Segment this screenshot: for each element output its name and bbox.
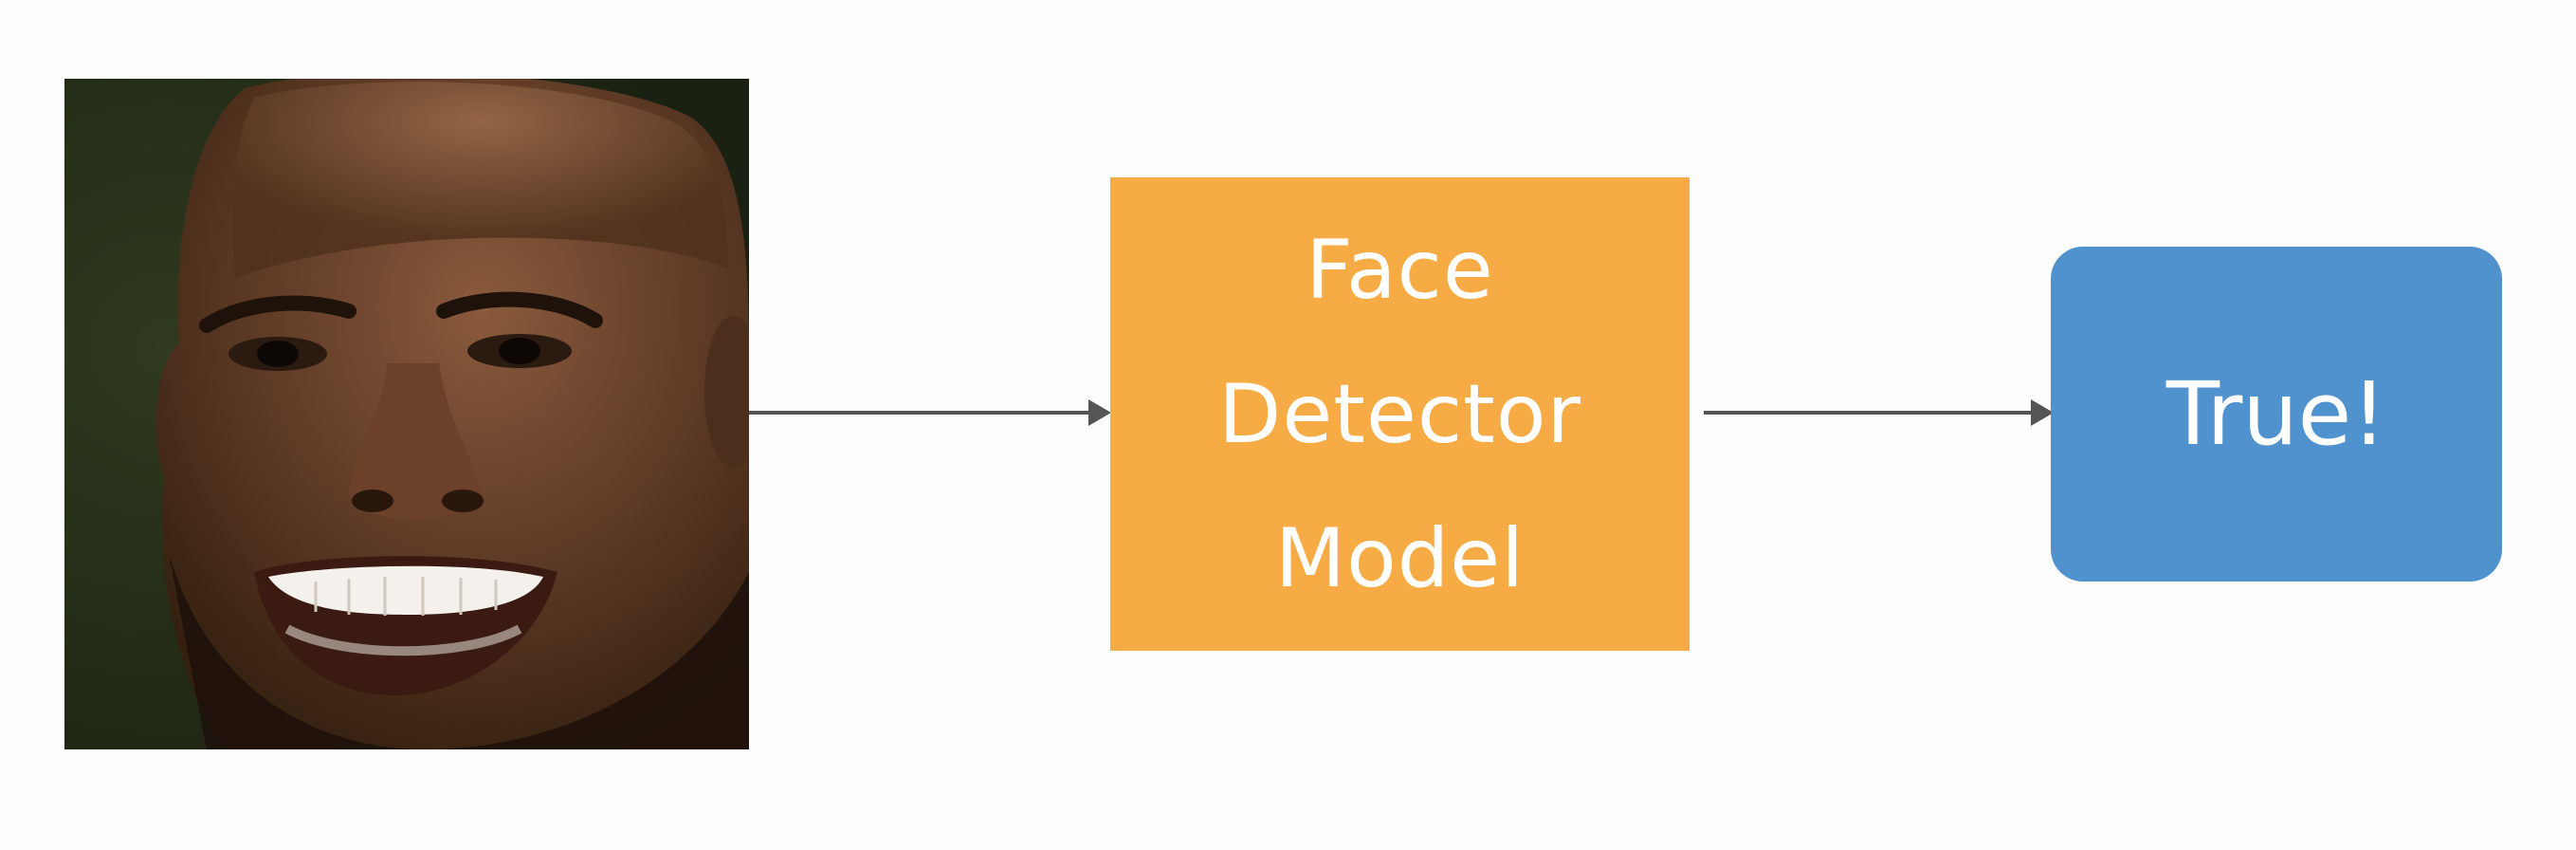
model-label-line-3: Model — [1274, 510, 1526, 606]
output-result-box: True! — [2051, 247, 2502, 582]
output-label: True! — [2165, 363, 2387, 465]
input-face-image — [64, 79, 749, 749]
arrow-image-to-model — [749, 399, 1111, 426]
model-label-line-1: Face — [1306, 222, 1494, 318]
arrow-model-to-output — [1704, 399, 2054, 426]
face-detector-model-box: Face Detector Model — [1110, 177, 1690, 651]
model-label-line-2: Detector — [1218, 366, 1581, 462]
smiling-face-photo-icon — [64, 79, 749, 749]
